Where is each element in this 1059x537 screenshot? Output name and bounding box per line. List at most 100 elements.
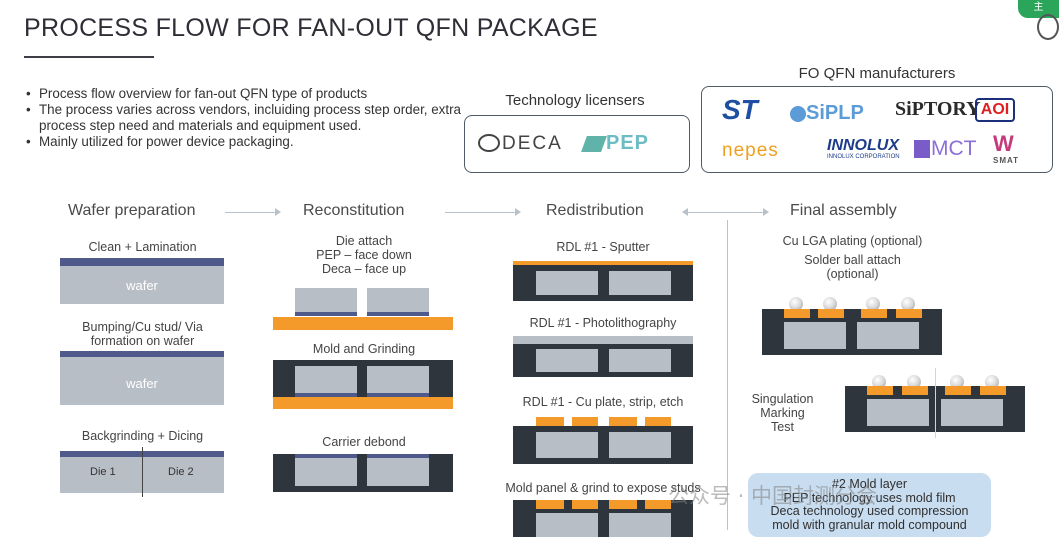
deca-logo-icon	[478, 134, 500, 152]
wafer-label: wafer	[126, 278, 158, 293]
solder-ball-icon	[985, 375, 999, 389]
step-mold-panel-grind: Mold panel & grind to expose studs	[505, 481, 701, 495]
bump-layer	[367, 454, 429, 458]
die-block	[536, 271, 598, 295]
wafer-block	[60, 357, 224, 405]
solder-ball-icon	[950, 375, 964, 389]
step-test: Test	[771, 420, 794, 434]
cu-pad	[896, 309, 922, 318]
cu-trace	[645, 417, 671, 426]
licensers-title: Technology licensers	[505, 92, 645, 109]
bump-layer	[60, 351, 224, 357]
bump-layer	[367, 312, 429, 316]
aoi-logo: AOI	[975, 98, 1015, 122]
step-carrier-debond: Carrier debond	[322, 435, 406, 449]
step-pep-face-down: PEP – face down	[316, 248, 412, 262]
step-cu-lga-plating: Cu LGA plating (optional)	[782, 234, 923, 248]
cu-pad	[818, 309, 844, 318]
bullet-item: Process flow overview for fan-out QFN ty…	[26, 86, 466, 102]
step-bumping: Bumping/Cu stud/ Via formation on wafer	[82, 320, 203, 348]
siplp-logo-icon	[790, 106, 806, 122]
die-block	[536, 513, 598, 537]
arrow-head-icon	[763, 208, 769, 216]
watermark: 公众号 · 中国封测分会	[668, 484, 878, 508]
step-rdl-photolithography: RDL #1 - Photolithography	[529, 316, 677, 330]
die-block	[941, 399, 1003, 426]
die-label: Die 1	[90, 466, 116, 478]
lamination-layer	[60, 258, 224, 266]
die-block	[367, 458, 429, 486]
cu-trace	[609, 417, 637, 426]
solder-ball-icon	[901, 297, 915, 311]
solder-ball-icon	[872, 375, 886, 389]
siplp-logo: SiPLP	[806, 102, 864, 124]
cu-trace	[572, 417, 598, 426]
bump-layer	[295, 454, 357, 458]
bump-layer	[367, 393, 429, 397]
stage-reconstitution: Reconstitution	[303, 202, 405, 219]
arrow-head-icon	[275, 208, 281, 216]
step-rdl-cu-plate: RDL #1 - Cu plate, strip, etch	[522, 395, 684, 409]
flow-arrow	[688, 212, 763, 213]
corner-circle-icon[interactable]	[1037, 14, 1059, 40]
stage-divider	[727, 220, 728, 530]
die-block	[857, 322, 919, 349]
die-block	[295, 458, 357, 486]
flow-arrow	[225, 212, 275, 213]
seed-layer	[513, 261, 693, 265]
die-block	[609, 349, 671, 372]
solder-ball-icon	[907, 375, 921, 389]
solder-ball-icon	[866, 297, 880, 311]
flow-arrow	[445, 212, 515, 213]
manufacturers-title: FO QFN manufacturers	[798, 65, 956, 82]
licensers-box	[464, 115, 690, 173]
deca-logo: DECA	[502, 133, 563, 154]
cu-pad	[980, 386, 1006, 395]
page-title: PROCESS FLOW FOR FAN-OUT QFN PACKAGE	[24, 14, 598, 42]
die-block	[295, 366, 357, 393]
mold-layer-note	[748, 473, 991, 537]
stage-final-assembly: Final assembly	[790, 202, 897, 219]
step-rdl-sputter: RDL #1 - Sputter	[556, 240, 650, 254]
pep-logo: PEP	[606, 132, 650, 154]
manufacturers-box	[701, 86, 1053, 173]
cu-pad	[902, 386, 928, 395]
step-solder-ball-optional: (optional)	[826, 267, 879, 281]
cu-pad	[861, 309, 887, 318]
step-deca-face-up: Deca – face up	[321, 262, 407, 276]
smat-logo-icon: W	[993, 131, 1014, 156]
die-block	[367, 288, 429, 312]
arrow-head-icon	[515, 208, 521, 216]
arrow-head-icon	[682, 208, 688, 216]
resist-layer	[513, 336, 693, 344]
wafer-block	[60, 266, 224, 304]
step-die-attach: Die attach	[335, 234, 393, 248]
bullet-item: Mainly utilized for power device packagi…	[26, 134, 466, 150]
solder-ball-icon	[823, 297, 837, 311]
cu-trace	[536, 500, 564, 509]
singulation-line	[935, 368, 936, 438]
cu-pad	[945, 386, 971, 395]
mct-logo-icon	[914, 140, 930, 158]
die-block	[536, 349, 598, 372]
innolux-logo: INNOLUX	[827, 137, 899, 154]
die-block	[367, 366, 429, 393]
st-logo: ST	[722, 94, 758, 125]
step-backgrinding-dicing: Backgrinding + Dicing	[81, 429, 204, 443]
bullet-item: The process varies across vendors, inclu…	[26, 102, 466, 134]
die-block	[536, 432, 598, 458]
die-block	[784, 322, 846, 349]
die-block	[609, 513, 671, 537]
bump-layer	[295, 393, 357, 397]
die-block	[609, 432, 671, 458]
corner-badge[interactable]: 主	[1018, 0, 1059, 18]
dicing-line	[142, 447, 143, 497]
step-solder-ball-attach: Solder ball attach	[804, 253, 901, 267]
step-mold-grinding: Mold and Grinding	[312, 342, 416, 356]
wafer-label: wafer	[126, 376, 158, 391]
innolux-sub: INNOLUX CORPORATION	[827, 154, 900, 160]
carrier-layer	[273, 317, 453, 330]
title-underline	[24, 56, 154, 58]
cu-pad	[867, 386, 893, 395]
